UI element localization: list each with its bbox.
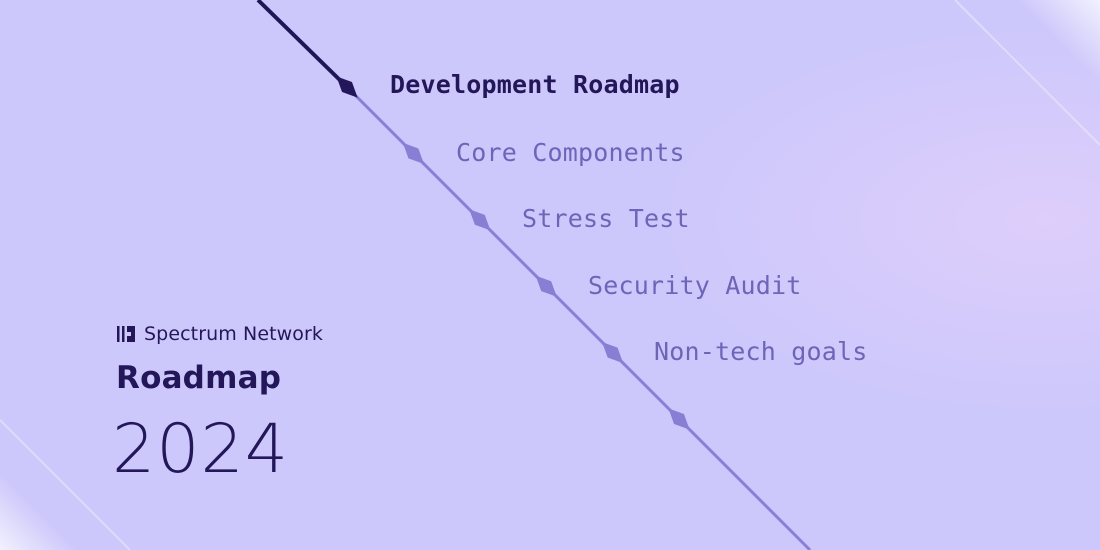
milestone-diamond-0 [336, 76, 358, 98]
milestone-diamond-5 [668, 408, 690, 430]
year-heading: 2024 [112, 410, 290, 489]
milestone-security-audit: Security Audit [588, 271, 802, 300]
spectrum-logo-icon [117, 326, 135, 342]
milestone-stress-test: Stress Test [522, 204, 690, 233]
timeline-line-active [256, 0, 349, 89]
brand: Spectrum Network [116, 323, 323, 345]
milestone-diamond-3 [535, 275, 557, 297]
milestone-diamond-1 [402, 142, 425, 165]
timeline-line-muted [345, 85, 812, 550]
milestone-diamond-2 [469, 209, 491, 231]
milestone-core-components: Core Components [456, 138, 685, 167]
page-title: Roadmap [116, 360, 282, 396]
milestone-development-roadmap: Development Roadmap [390, 70, 680, 99]
milestone-diamond-4 [601, 341, 624, 364]
brand-name: Spectrum Network [144, 323, 324, 345]
milestone-non-tech-goals: Non-tech goals [654, 337, 868, 366]
